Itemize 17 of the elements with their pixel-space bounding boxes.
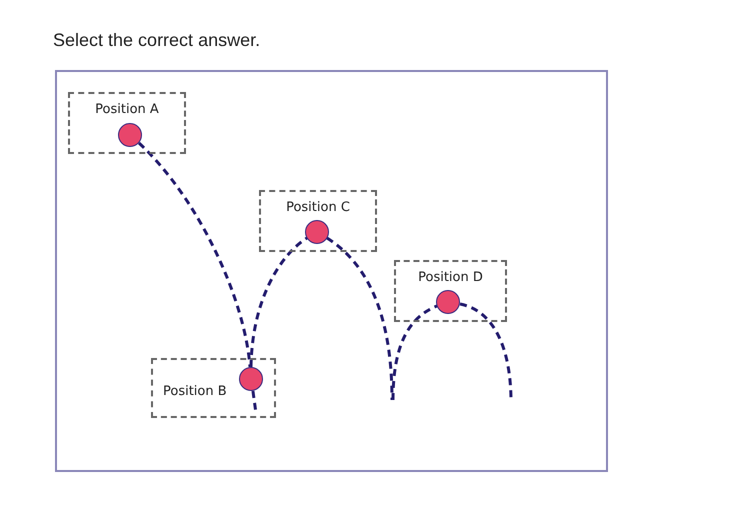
- position-box: [259, 190, 377, 252]
- instruction-text: Select the correct answer.: [53, 30, 260, 51]
- ball: [305, 220, 329, 244]
- position-label: Position A: [94, 102, 160, 117]
- ball-path: [138, 142, 252, 368]
- ball: [118, 123, 142, 147]
- position-box: [68, 92, 186, 154]
- ball: [239, 367, 263, 391]
- position-label: Position C: [285, 200, 351, 215]
- ball-path: [392, 304, 438, 400]
- position-box: [394, 260, 507, 322]
- position-label: Position D: [417, 270, 484, 285]
- ball: [436, 290, 460, 314]
- ball-path: [250, 236, 308, 368]
- position-box: [151, 358, 276, 418]
- ball-path: [326, 236, 394, 400]
- position-label: Position B: [163, 384, 227, 399]
